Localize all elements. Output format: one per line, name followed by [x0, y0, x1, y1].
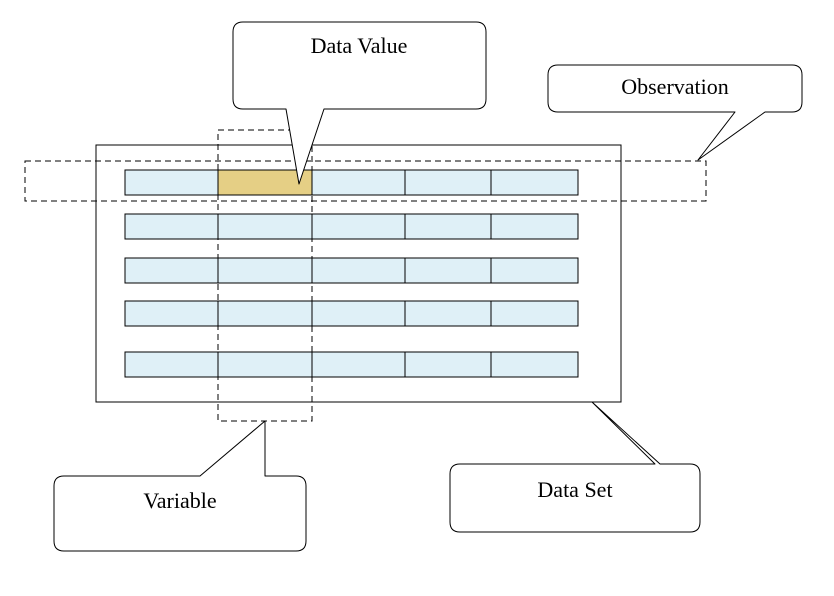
table-cell: [217, 213, 313, 240]
table-cell: [217, 300, 313, 327]
observation-dashed-box: [24, 160, 707, 202]
data-value-callout: [232, 21, 487, 185]
table-cell: [311, 169, 406, 196]
table-cell: [404, 351, 492, 378]
data-value-label: Data Value: [311, 33, 408, 58]
data-set-label: Data Set: [537, 477, 612, 502]
table-cell: [490, 213, 579, 240]
table-cell: [404, 300, 492, 327]
table-cell: [124, 351, 219, 378]
observation-label: Observation: [621, 74, 729, 99]
variable-label: Variable: [143, 488, 216, 513]
observation-callout: [547, 64, 803, 161]
table-cell: [217, 351, 313, 378]
table-cell: [404, 257, 492, 284]
table-cell: [311, 213, 406, 240]
table-cell: [490, 169, 579, 196]
variable-callout: [53, 420, 307, 552]
table-cell: [311, 351, 406, 378]
table-cell: [124, 257, 219, 284]
data-value-cell: [217, 169, 313, 196]
table-cell: [311, 257, 406, 284]
table-cell: [404, 169, 492, 196]
table-cell: [124, 300, 219, 327]
data-set-callout: [449, 401, 701, 533]
data-table: [124, 169, 579, 378]
table-cell: [124, 213, 219, 240]
table-cell: [124, 169, 219, 196]
table-cell: [490, 351, 579, 378]
table-cell: [404, 213, 492, 240]
table-cell: [490, 257, 579, 284]
table-cell: [217, 257, 313, 284]
table-cell: [490, 300, 579, 327]
table-cell: [311, 300, 406, 327]
